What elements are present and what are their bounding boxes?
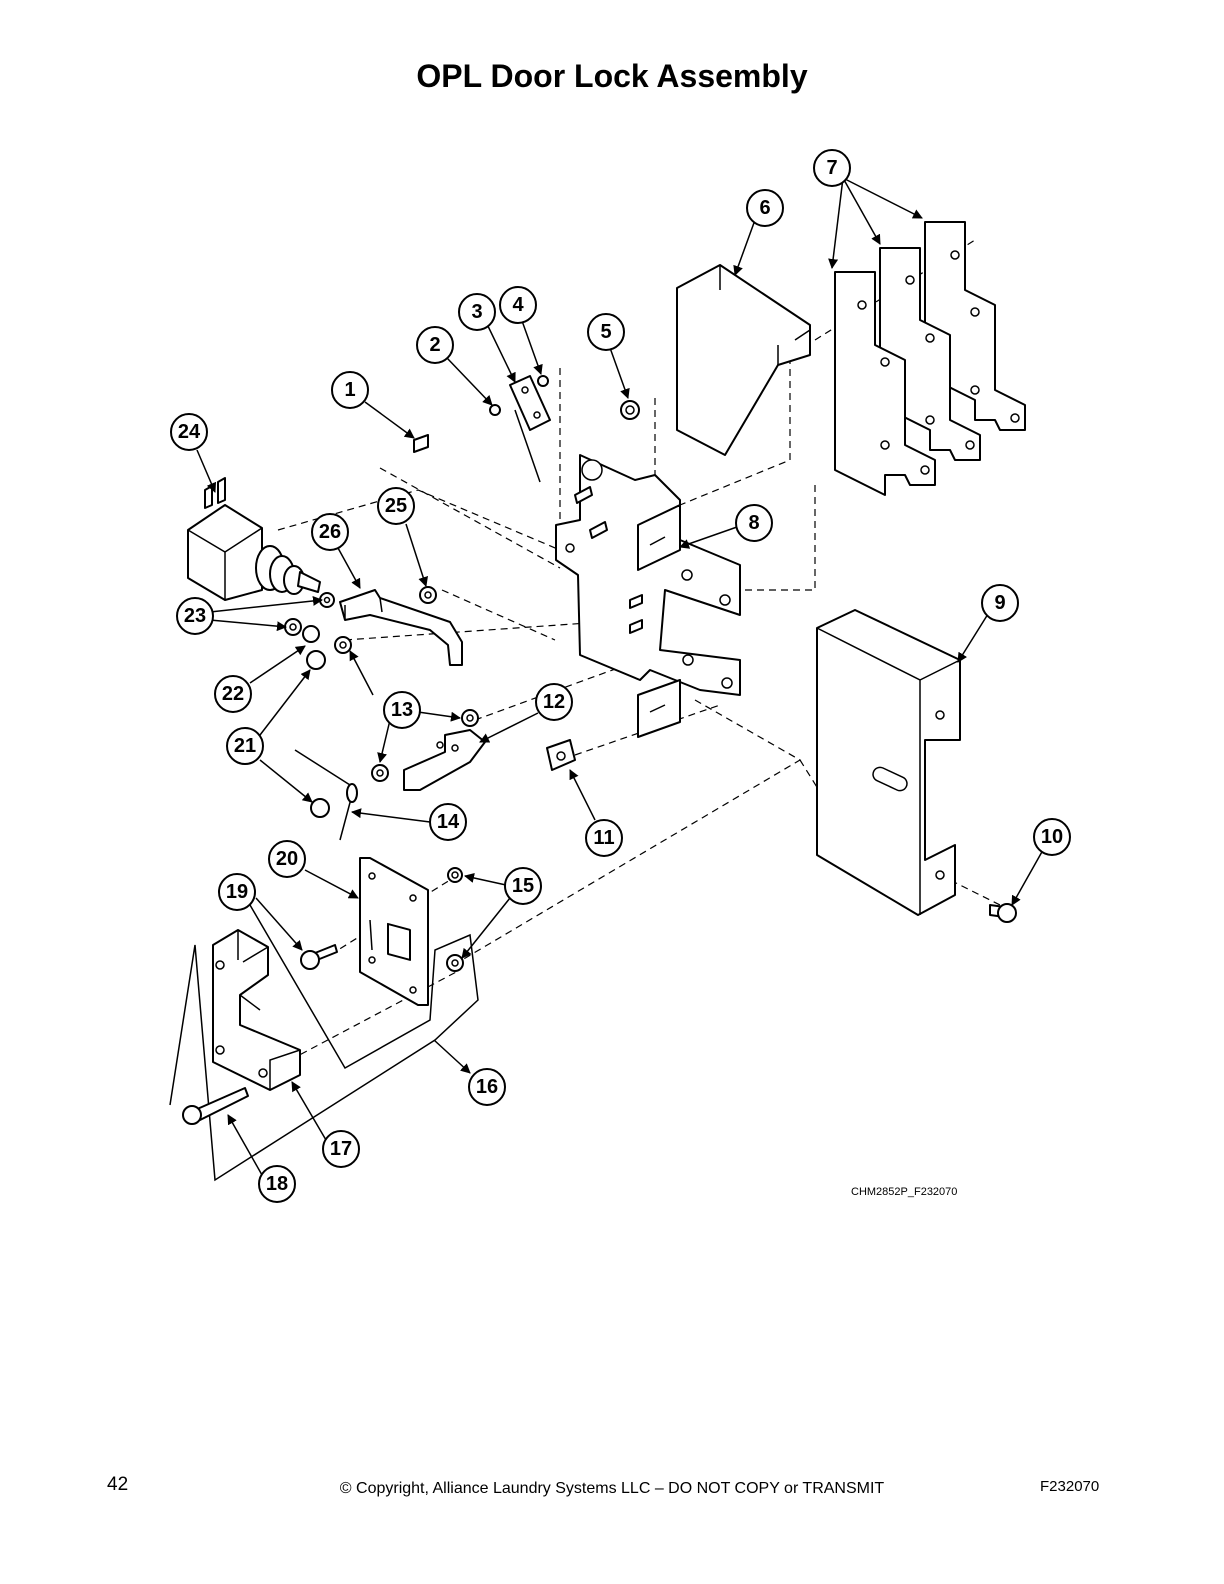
callout-17: 17 [322,1130,360,1168]
callout-15: 15 [504,867,542,905]
document-code: F232070 [1040,1478,1100,1495]
svg-text:7: 7 [826,157,837,179]
callout-23: 23 [176,597,214,635]
svg-text:26: 26 [319,521,341,543]
svg-text:3: 3 [471,301,482,323]
callout-21: 21 [226,727,264,765]
callout-25: 25 [377,487,415,525]
callout-1: 1 [331,371,369,409]
svg-text:24: 24 [178,421,201,443]
part-20-strike-plate [359,857,429,1006]
svg-text:4: 4 [512,294,524,316]
callout-2: 2 [416,326,454,364]
svg-text:1: 1 [344,379,355,401]
hardware [284,375,1017,972]
part-26-lever [339,589,463,666]
svg-text:10: 10 [1041,826,1063,848]
callout-6: 6 [746,189,784,227]
svg-text:2: 2 [429,334,440,356]
part-8-mounting-plate [555,454,741,738]
callout-12: 12 [535,683,573,721]
svg-text:14: 14 [437,811,460,833]
part-24-solenoid [187,477,321,601]
callout-26: 26 [311,513,349,551]
svg-text:5: 5 [600,321,611,343]
callout-22: 22 [214,675,252,713]
svg-text:9: 9 [994,592,1005,614]
svg-text:16: 16 [476,1076,498,1098]
page-title: OPL Door Lock Assembly [416,58,808,94]
screws [182,944,338,1125]
drawing-code: CHM2852P_F232070 [851,1186,958,1198]
part-3-microswitch [509,375,551,483]
callout-10: 10 [1033,818,1071,856]
part-11-clip [546,739,576,771]
part-6-cover [676,264,811,456]
callout-9: 9 [981,584,1019,622]
svg-text:13: 13 [391,699,413,721]
svg-text:25: 25 [385,495,407,517]
part-16-group-outline [169,904,479,1182]
callout-5: 5 [587,313,625,351]
callout-11: 11 [585,819,623,857]
svg-text:19: 19 [226,881,248,903]
svg-text:18: 18 [266,1173,288,1195]
svg-text:15: 15 [512,875,534,897]
callout-13: 13 [383,691,421,729]
copyright-notice: © Copyright, Alliance Laundry Systems LL… [339,1480,885,1497]
svg-text:22: 22 [222,683,244,705]
part-12-latch [403,729,486,791]
part-17-block [212,929,301,1091]
callout-18: 18 [258,1165,296,1203]
part-9-cover-plate [816,609,961,916]
leader-lines [196,177,1044,1176]
callout-20: 20 [268,840,306,878]
part-7-brackets [834,221,1026,496]
page-number: 42 [107,1474,129,1495]
svg-text:8: 8 [748,512,759,534]
callout-24: 24 [170,413,208,451]
svg-text:6: 6 [759,197,770,219]
svg-text:20: 20 [276,848,298,870]
svg-text:12: 12 [543,691,565,713]
callout-8: 8 [735,504,773,542]
callout-14: 14 [429,803,467,841]
callout-19: 19 [218,873,256,911]
svg-text:17: 17 [330,1138,352,1160]
callout-3: 3 [458,293,496,331]
svg-text:23: 23 [184,605,206,627]
callout-4: 4 [499,286,537,324]
svg-text:21: 21 [234,735,256,757]
callout-7: 7 [813,149,851,187]
part-14-spring [294,749,358,841]
callout-16: 16 [468,1068,506,1106]
svg-text:11: 11 [593,827,614,849]
